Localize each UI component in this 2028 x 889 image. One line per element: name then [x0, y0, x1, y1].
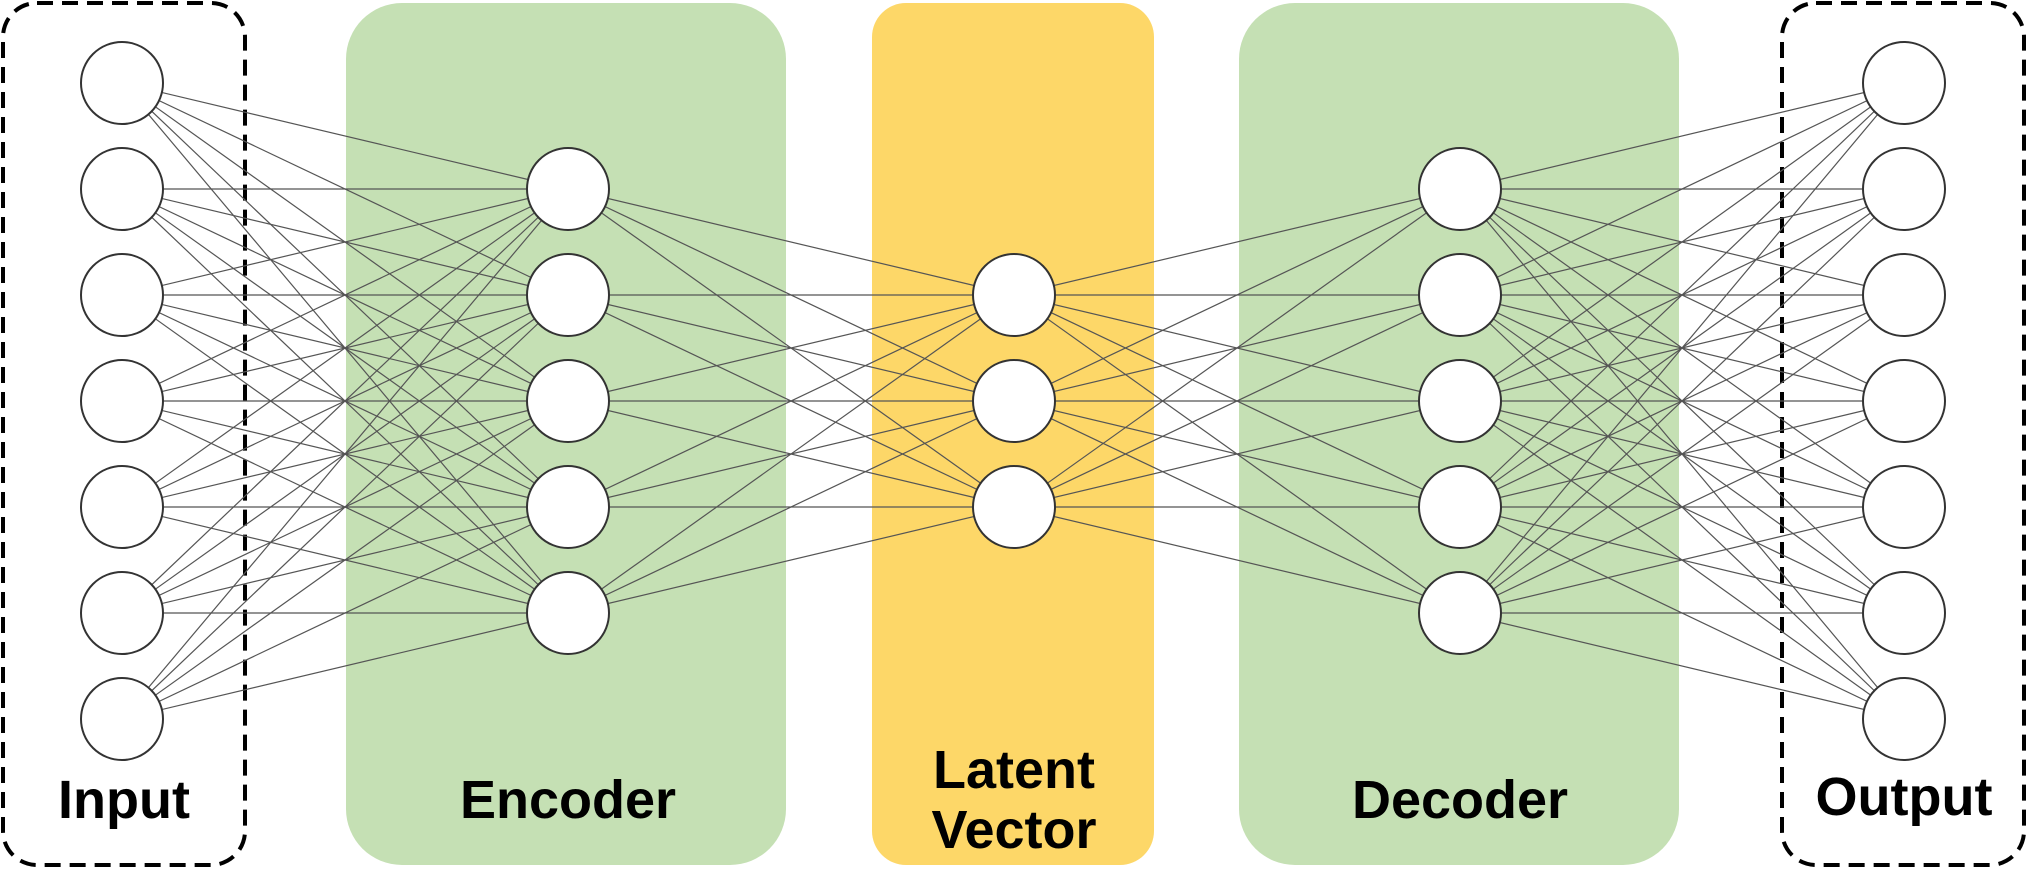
- output-panel: [1780, 1, 2026, 867]
- input-node-6: [80, 571, 164, 655]
- connection-decoder-5-to-output-3: [1459, 294, 1905, 614]
- connection-encoder-3-to-latent-1: [567, 294, 1015, 402]
- latent-node-2: [972, 359, 1056, 443]
- connection-encoder-5-to-latent-3: [567, 506, 1015, 614]
- encoder-node-3: [526, 359, 610, 443]
- connection-decoder-5-to-output-4: [1459, 400, 1905, 614]
- decoder-label: Decoder: [1352, 770, 1568, 830]
- connection-latent-2-to-decoder-1: [1013, 188, 1461, 402]
- connection-input-6-to-encoder-1: [121, 188, 569, 614]
- connection-input-1-to-encoder-1: [121, 82, 569, 190]
- connection-decoder-2-to-output-1: [1459, 82, 1905, 296]
- decoder-node-3: [1418, 359, 1502, 443]
- decoder-node-4: [1418, 465, 1502, 549]
- connection-decoder-5-to-output-7: [1459, 612, 1905, 720]
- connection-input-7-to-encoder-2: [121, 294, 569, 720]
- decoder-node-1: [1418, 147, 1502, 231]
- encoder-label: Encoder: [460, 770, 676, 830]
- encoder-node-5: [526, 571, 610, 655]
- latent-node-1: [972, 253, 1056, 337]
- output-node-6: [1862, 571, 1946, 655]
- input-node-1: [80, 41, 164, 125]
- input-node-4: [80, 359, 164, 443]
- connection-latent-3-to-decoder-5: [1013, 506, 1461, 614]
- input-label: Input: [58, 770, 190, 830]
- connection-encoder-1-to-latent-1: [567, 188, 1015, 296]
- encoder-node-4: [526, 465, 610, 549]
- connection-encoder-5-to-latent-2: [567, 400, 1015, 614]
- decoder-node-2: [1418, 253, 1502, 337]
- connection-latent-3-to-decoder-3: [1013, 400, 1461, 508]
- input-node-3: [80, 253, 164, 337]
- connection-input-7-to-encoder-1: [121, 188, 569, 720]
- connection-decoder-4-to-output-1: [1459, 82, 1905, 508]
- connection-input-5-to-encoder-1: [121, 188, 569, 508]
- output-node-2: [1862, 147, 1946, 231]
- connection-latent-3-to-decoder-1: [1013, 188, 1461, 508]
- decoder-node-5: [1418, 571, 1502, 655]
- connection-input-7-to-encoder-4: [121, 506, 569, 720]
- connection-encoder-5-to-latent-1: [567, 294, 1015, 614]
- latent-vector-label-line1: Latent: [933, 740, 1095, 800]
- output-node-1: [1862, 41, 1946, 125]
- connection-input-3-to-encoder-1: [121, 188, 569, 296]
- connection-decoder-1-to-output-1: [1459, 82, 1905, 190]
- connection-input-7-to-encoder-3: [121, 400, 569, 720]
- connection-latent-3-to-decoder-2: [1013, 294, 1461, 508]
- latent-node-3: [972, 465, 1056, 549]
- connection-decoder-5-to-output-1: [1459, 82, 1905, 614]
- output-node-7: [1862, 677, 1946, 761]
- input-panel: [1, 1, 247, 867]
- connection-lines: [121, 82, 1905, 720]
- connection-decoder-5-to-output-5: [1459, 506, 1905, 614]
- input-node-7: [80, 677, 164, 761]
- neuron-nodes: [80, 41, 1946, 761]
- connection-latent-1-to-decoder-1: [1013, 188, 1461, 296]
- output-node-3: [1862, 253, 1946, 337]
- connection-decoder-3-to-output-1: [1459, 82, 1905, 402]
- latent-vector-label-line2: Vector: [931, 800, 1096, 860]
- input-node-2: [80, 147, 164, 231]
- output-label: Output: [1816, 767, 1993, 827]
- input-node-5: [80, 465, 164, 549]
- connection-decoder-5-to-output-2: [1459, 188, 1905, 614]
- encoder-node-2: [526, 253, 610, 337]
- connection-input-4-to-encoder-1: [121, 188, 569, 402]
- connection-encoder-4-to-latent-1: [567, 294, 1015, 508]
- output-node-4: [1862, 359, 1946, 443]
- output-node-5: [1862, 465, 1946, 549]
- connection-input-7-to-encoder-5: [121, 612, 569, 720]
- encoder-node-1: [526, 147, 610, 231]
